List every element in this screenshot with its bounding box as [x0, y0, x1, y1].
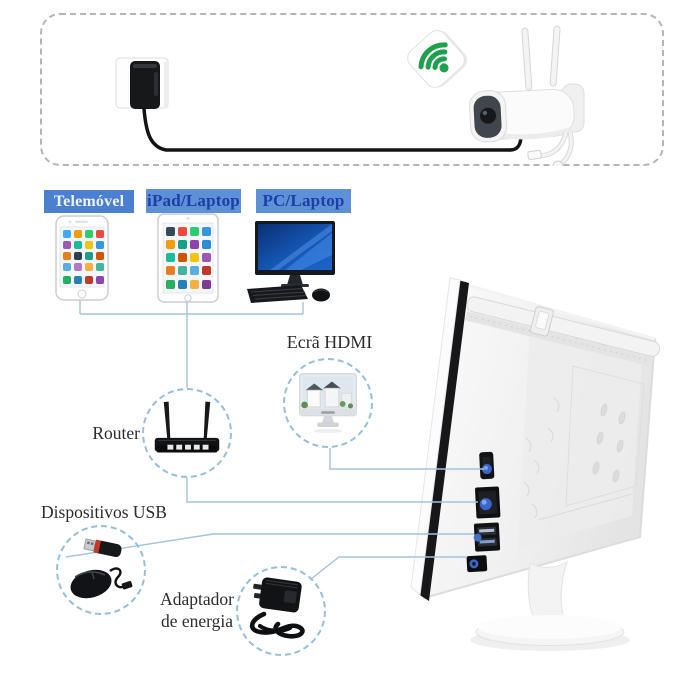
- wall-outlet-adapter-icon: [115, 57, 526, 152]
- power-adapter-circle: [236, 566, 326, 656]
- router-label: Router: [92, 423, 140, 443]
- power-adapter-label-line2: de energia: [160, 611, 234, 631]
- desktop-pc-icon: [247, 221, 335, 303]
- label-pc-laptop: PC/Laptop: [256, 189, 351, 213]
- hdmi-screen-label: Ecrã HDMI: [286, 332, 373, 352]
- camera-antennas: [521, 25, 561, 91]
- power-adapter-label-line1: Adaptador: [160, 589, 234, 609]
- usb-devices-icons: [70, 538, 133, 599]
- pigtail-connector-round: [552, 160, 564, 166]
- wifi-icon: [407, 30, 468, 88]
- nvr-antenna: [464, 296, 661, 367]
- bezel-edge: [418, 280, 469, 601]
- power-adapter-label: Adaptador de energia: [154, 588, 240, 632]
- usb-flash-drive-icon: [83, 538, 122, 558]
- camera-power-scene: [115, 25, 585, 166]
- hdmi-monitor-icon: [299, 373, 357, 434]
- wifi-router-icon: [154, 401, 220, 453]
- hdmi-monitor-circle: [283, 358, 373, 448]
- wireless-camera-icon: [469, 25, 585, 166]
- port-strip: [466, 451, 501, 573]
- pc-mouse: [312, 288, 330, 302]
- smartphone-icon: [55, 215, 109, 301]
- nvr-monitor-back: [410, 277, 661, 651]
- usb-devices-label: Dispositivos USB: [41, 502, 167, 522]
- label-telemovel-text: Telemóvel: [53, 192, 125, 210]
- label-pc-laptop-text: PC/Laptop: [262, 191, 345, 210]
- pigtail-connector: [527, 149, 542, 161]
- stand-neck: [527, 560, 568, 625]
- vent-curves: [523, 397, 560, 519]
- usb-mouse-icon: [70, 567, 133, 599]
- camera-power-panel: [40, 13, 664, 166]
- label-telemovel: Telemóvel: [44, 190, 134, 213]
- usb-devices-circle: [56, 525, 146, 615]
- label-ipad-laptop: iPad/Laptop: [146, 189, 241, 213]
- router-circle: [142, 388, 232, 478]
- label-ipad-laptop-text: iPad/Laptop: [147, 191, 240, 210]
- power-adapter-icon: [249, 577, 305, 639]
- tablet-icon: [157, 213, 219, 303]
